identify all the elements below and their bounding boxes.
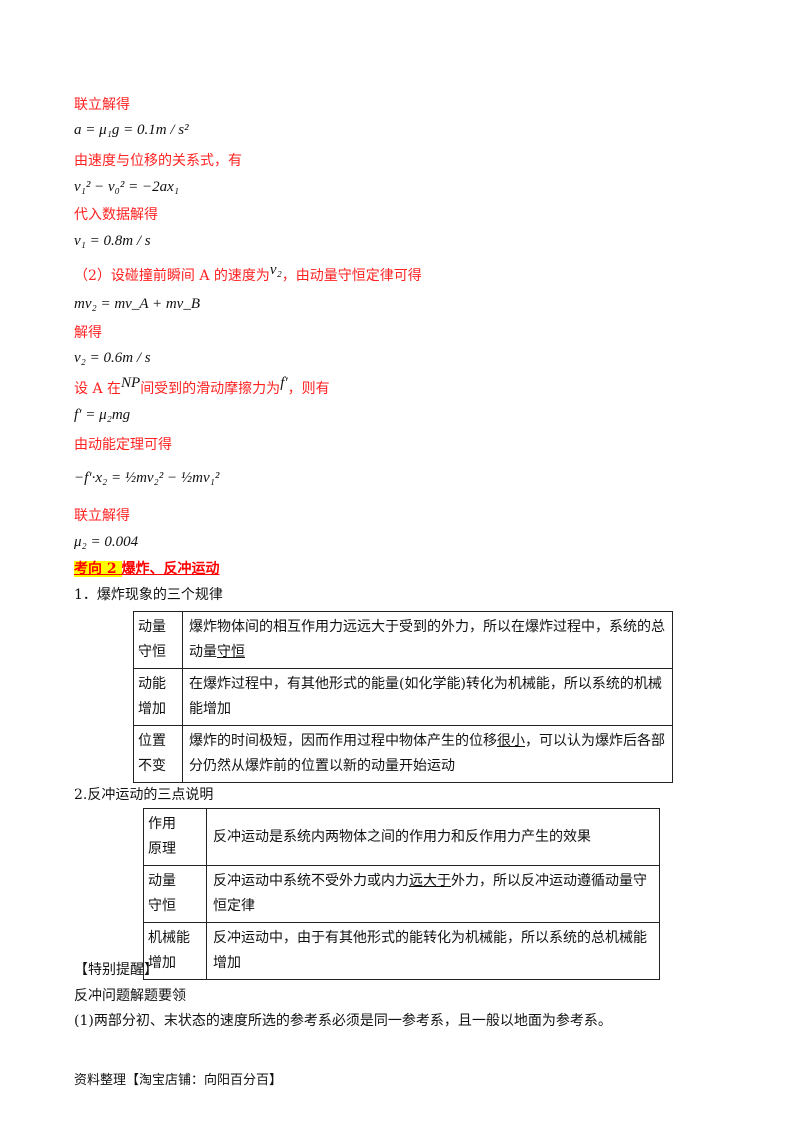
section-title: 爆炸、反冲运动 xyxy=(121,561,220,577)
row-header-line2: 守恒 xyxy=(138,644,166,660)
row-content: 爆炸物体间的相互作用力远远大于受到的外力，所以在爆炸过程中，系统的总动量守恒 xyxy=(182,611,673,669)
table-row: 机械能增加反冲运动中，由于有其他形式的能转化为机械能，所以系统的总机械能增加 xyxy=(143,922,660,980)
row-header-line1: 动量 xyxy=(138,619,166,635)
equation: f′ = μ₂mg xyxy=(74,407,131,423)
row-header-line2: 增加 xyxy=(148,955,176,971)
content-text: 反冲运动是系统内两物体之间的作用力和反作用力产生的效果 xyxy=(213,828,591,845)
row-header-line1: 作用 xyxy=(148,816,176,832)
row-header-line2: 守恒 xyxy=(148,898,176,914)
tip-title: 【特别提醒】 xyxy=(74,962,158,978)
row-header-line2: 原理 xyxy=(148,841,176,857)
row-content: 反冲运动是系统内两物体之间的作用力和反作用力产生的效果 xyxy=(206,808,660,866)
text: （2）设碰撞前瞬间 A 的速度为 xyxy=(74,268,270,284)
math-var: NP xyxy=(121,375,141,391)
content-text: 反冲运动中，由于有其他形式的能转化为机械能，所以系统的总机械能增加 xyxy=(213,930,647,971)
explosion-rules-table: 动量守恒爆炸物体间的相互作用力远远大于受到的外力，所以在爆炸过程中，系统的总动量… xyxy=(133,611,673,783)
row-header-line2: 不变 xyxy=(138,758,166,774)
tip-item: (1)两部分初、末状态的速度所选的参考系必须是同一参考系，且一般以地面为参考系。 xyxy=(74,1013,612,1029)
text-line: 由动能定理可得 xyxy=(74,437,172,453)
table-row: 动量守恒爆炸物体间的相互作用力远远大于受到的外力，所以在爆炸过程中，系统的总动量… xyxy=(133,611,673,669)
math-var: f′ xyxy=(280,375,288,391)
text-line: 联立解得 xyxy=(74,97,130,113)
subsection-title: 2.反冲运动的三点说明 xyxy=(74,787,214,803)
text: 设 A 在 xyxy=(74,381,122,397)
row-content: 爆炸的时间极短，因而作用过程中物体产生的位移很小，可以认为爆炸后各部分仍然从爆炸… xyxy=(182,725,673,783)
content-text: 外力，所以反冲运动遵循动量守恒定律 xyxy=(213,873,647,914)
content-text: 在爆炸过程中，有其他形式的能量(如化学能)转化为机械能，所以系统的机械能增加 xyxy=(189,676,662,717)
row-header: 作用原理 xyxy=(143,808,207,866)
text: ，由动量守恒定律可得 xyxy=(281,268,422,284)
table-row: 作用原理反冲运动是系统内两物体之间的作用力和反作用力产生的效果 xyxy=(143,808,660,866)
equation: a = μ₁g = 0.1m / s² xyxy=(74,121,189,139)
row-header: 机械能增加 xyxy=(143,922,207,980)
footer: 资料整理【淘宝店铺：向阳百分百】 xyxy=(74,1073,283,1088)
equation: −f′·x₂ = ½mv₂² − ½mv₁² xyxy=(74,470,220,486)
row-header-line1: 动能 xyxy=(138,676,166,692)
text-line: 由速度与位移的关系式，有 xyxy=(74,153,242,169)
tip-subtitle: 反冲问题解题要领 xyxy=(74,988,186,1004)
underlined-text: 远大于 xyxy=(409,873,451,889)
text: 间受到的滑动摩擦力为 xyxy=(140,381,281,397)
table-row: 位置不变爆炸的时间极短，因而作用过程中物体产生的位移很小，可以认为爆炸后各部分仍… xyxy=(133,725,673,783)
equation: v₁ = 0.8m / s xyxy=(74,233,151,249)
math-var: v₂ xyxy=(269,262,282,278)
text-line: 联立解得 xyxy=(74,508,130,524)
row-header: 动量守恒 xyxy=(133,611,183,669)
text-line: 代入数据解得 xyxy=(74,207,158,223)
section-number: 考向 2 xyxy=(74,561,122,577)
text-line: 解得 xyxy=(74,325,102,341)
content-text: 爆炸的时间极短，因而作用过程中物体产生的位移 xyxy=(189,733,497,749)
underlined-text: 很小 xyxy=(497,733,525,749)
row-header: 动能增加 xyxy=(133,668,183,726)
recoil-notes-table: 作用原理反冲运动是系统内两物体之间的作用力和反作用力产生的效果动量守恒反冲运动中… xyxy=(143,808,660,980)
row-header-line1: 位置 xyxy=(138,733,166,749)
row-header-line1: 动量 xyxy=(148,873,176,889)
content-text: 反冲运动中系统不受外力或内力 xyxy=(213,873,409,889)
table-row: 动量守恒反冲运动中系统不受外力或内力远大于外力，所以反冲运动遵循动量守恒定律 xyxy=(143,865,660,923)
underlined-text: 守恒 xyxy=(217,644,245,660)
row-header-line2: 增加 xyxy=(138,701,166,717)
row-header: 动量守恒 xyxy=(143,865,207,923)
row-content: 反冲运动中系统不受外力或内力远大于外力，所以反冲运动遵循动量守恒定律 xyxy=(206,865,660,923)
row-content: 在爆炸过程中，有其他形式的能量(如化学能)转化为机械能，所以系统的机械能增加 xyxy=(182,668,673,726)
text-line: （2）设碰撞前瞬间 A 的速度为v₂，由动量守恒定律可得 xyxy=(74,262,422,285)
table-row: 动能增加在爆炸过程中，有其他形式的能量(如化学能)转化为机械能，所以系统的机械能… xyxy=(133,668,673,726)
subsection-title: 1．爆炸现象的三个规律 xyxy=(74,587,223,603)
equation-text: a = μ₁g = 0.1m / s² xyxy=(74,122,189,138)
section-heading: 考向 2 爆炸、反冲运动 xyxy=(74,560,220,578)
equation: mv₂ = mv_A + mv_B xyxy=(74,296,200,312)
row-content: 反冲运动中，由于有其他形式的能转化为机械能，所以系统的总机械能增加 xyxy=(206,922,660,980)
equation: v₂ = 0.6m / s xyxy=(74,350,151,366)
row-header-line1: 机械能 xyxy=(148,930,190,946)
text-line: 设 A 在NP间受到的滑动摩擦力为f′，则有 xyxy=(74,375,330,398)
content-text: ，可以认为爆炸后各部分仍然从爆炸前的位置以新的动量开始运动 xyxy=(189,733,665,774)
equation: v₁² − v₀² = −2ax₁ xyxy=(74,179,179,195)
equation: μ₂ = 0.004 xyxy=(74,534,139,550)
row-header: 位置不变 xyxy=(133,725,183,783)
content-text: 爆炸物体间的相互作用力远远大于受到的外力，所以在爆炸过程中，系统的总动量 xyxy=(189,619,665,660)
text: ，则有 xyxy=(287,381,330,397)
